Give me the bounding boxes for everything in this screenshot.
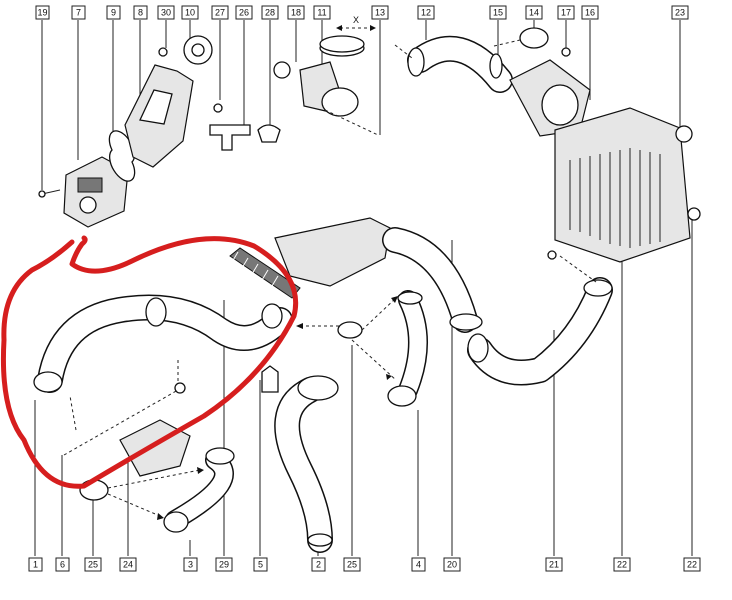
part-label: 17 (561, 8, 571, 18)
hose-3 (163, 447, 235, 533)
dimension-x: X (336, 15, 376, 31)
dimension-x-label: X (353, 15, 359, 25)
part-label: 14 (529, 8, 539, 18)
part-label: 25 (347, 560, 357, 570)
hose-4 (337, 290, 428, 407)
part-label: 2 (316, 560, 321, 570)
throttle-body-assembly (38, 35, 213, 228)
part-label: 27 (215, 8, 225, 18)
part-label: 25 (88, 560, 98, 570)
hose-1 (33, 294, 293, 393)
red-annotation-circle (0, 235, 299, 489)
part-label: 24 (123, 560, 133, 570)
hose-2 (274, 375, 339, 553)
part-label: 19 (37, 8, 47, 18)
sensor-assembly-11 (273, 35, 379, 136)
part-label: 7 (76, 8, 81, 18)
part-label: 28 (265, 8, 275, 18)
part-label: 16 (585, 8, 595, 18)
part-label: 15 (493, 8, 503, 18)
part-label: 6 (60, 560, 65, 570)
air-hose-12 (394, 35, 513, 93)
intercooler (547, 107, 701, 263)
part-label: 20 (447, 560, 457, 570)
part-label: 29 (219, 560, 229, 570)
part-label: 18 (291, 8, 301, 18)
part-label: 13 (375, 8, 385, 18)
top-labels: 19 7 9 8 30 10 27 26 28 18 11 13 12 15 1… (35, 5, 689, 20)
bottom-labels: 1 6 25 24 3 29 5 2 25 4 20 21 22 22 (28, 557, 701, 572)
part-label: 8 (138, 8, 143, 18)
part-label: 21 (549, 560, 559, 570)
part-label: 1 (33, 560, 38, 570)
part-label: 3 (188, 560, 193, 570)
part-label: 10 (185, 8, 195, 18)
intake-duct-20 (274, 217, 483, 333)
intercooler-fins (569, 148, 661, 248)
part-label: 23 (675, 8, 685, 18)
clamp-5 (261, 323, 340, 393)
hose-21 (467, 255, 613, 386)
part-label: 30 (161, 8, 171, 18)
part-label: 11 (317, 8, 326, 18)
part-label: 4 (416, 560, 421, 570)
part-label: 22 (617, 560, 627, 570)
part-label: 5 (258, 560, 263, 570)
air-flow-meter-16 (493, 27, 591, 137)
pipe-29 (229, 247, 301, 299)
leader-1-dashed (69, 395, 77, 431)
part-label: 26 (239, 8, 249, 18)
part-label: 22 (687, 560, 697, 570)
bracket-27 (209, 103, 281, 151)
part-label: 9 (111, 8, 116, 18)
bottom-leaders (34, 220, 693, 556)
pipe-29-ridges (231, 251, 279, 287)
part-label: 12 (421, 8, 431, 18)
